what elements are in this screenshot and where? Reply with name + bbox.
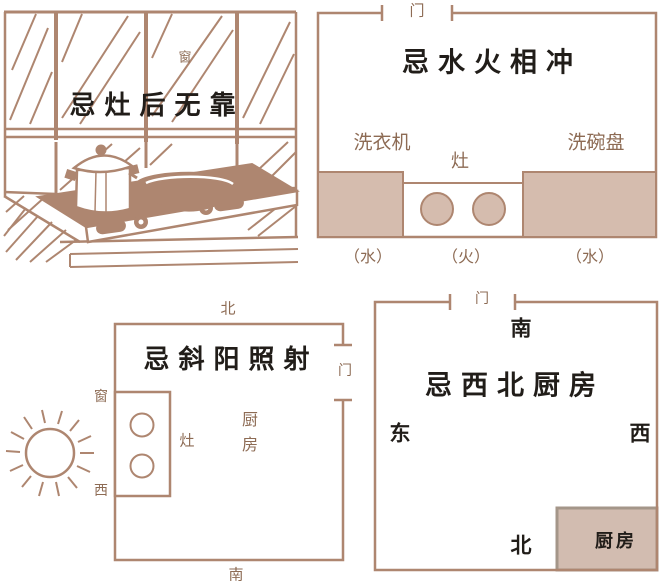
- water-left-label: （水）: [343, 249, 393, 266]
- kitchen-box-label: 厨房: [595, 531, 637, 551]
- sun-icon: [5, 409, 94, 497]
- burner-circle: [129, 412, 155, 438]
- north-label: 北: [510, 534, 532, 558]
- west-label: 西: [629, 422, 651, 446]
- door-label: 门: [475, 292, 489, 307]
- kitchen-label: 厨房: [239, 411, 256, 461]
- pot-illustration: [64, 144, 140, 214]
- door-label: 门: [338, 364, 352, 379]
- dish-sink-label: 洗碗盘: [567, 132, 625, 154]
- northwest-room: [373, 294, 659, 572]
- stove-box: [113, 390, 172, 498]
- burner-circle: [472, 192, 506, 226]
- east-label: 东: [389, 422, 411, 446]
- window-label: 窗: [178, 49, 192, 65]
- wok-illustration: [128, 171, 250, 212]
- water-right-label: （水）: [565, 249, 615, 266]
- water-fire-room: [316, 5, 658, 239]
- washer-counter-block: [317, 171, 404, 238]
- stove-label: 灶: [451, 151, 469, 171]
- panel-title-stove-back: 忌灶后无靠: [69, 90, 245, 120]
- stove-knob-left: [96, 219, 126, 235]
- slant-sun-room: [113, 322, 352, 562]
- panel-title-water-fire: 忌水火相冲: [402, 47, 582, 78]
- south-label: 南: [510, 317, 532, 341]
- fire-label: （火）: [441, 249, 491, 266]
- west-label: 西: [94, 484, 108, 499]
- north-label: 北: [220, 301, 236, 318]
- burner-circle: [420, 192, 454, 226]
- door-label: 门: [409, 3, 425, 20]
- window-label: 窗: [94, 390, 108, 405]
- counter-illustration: [3, 194, 299, 268]
- south-label: 南: [228, 567, 244, 584]
- burner-circle: [129, 453, 155, 479]
- sink-counter-block: [522, 171, 657, 238]
- panel-title-slant-sun: 忌斜阳照射: [143, 344, 319, 374]
- panel-title-northwest: 忌西北厨房: [425, 370, 605, 401]
- stove-label: 灶: [179, 433, 195, 450]
- washer-label: 洗衣机: [353, 132, 411, 154]
